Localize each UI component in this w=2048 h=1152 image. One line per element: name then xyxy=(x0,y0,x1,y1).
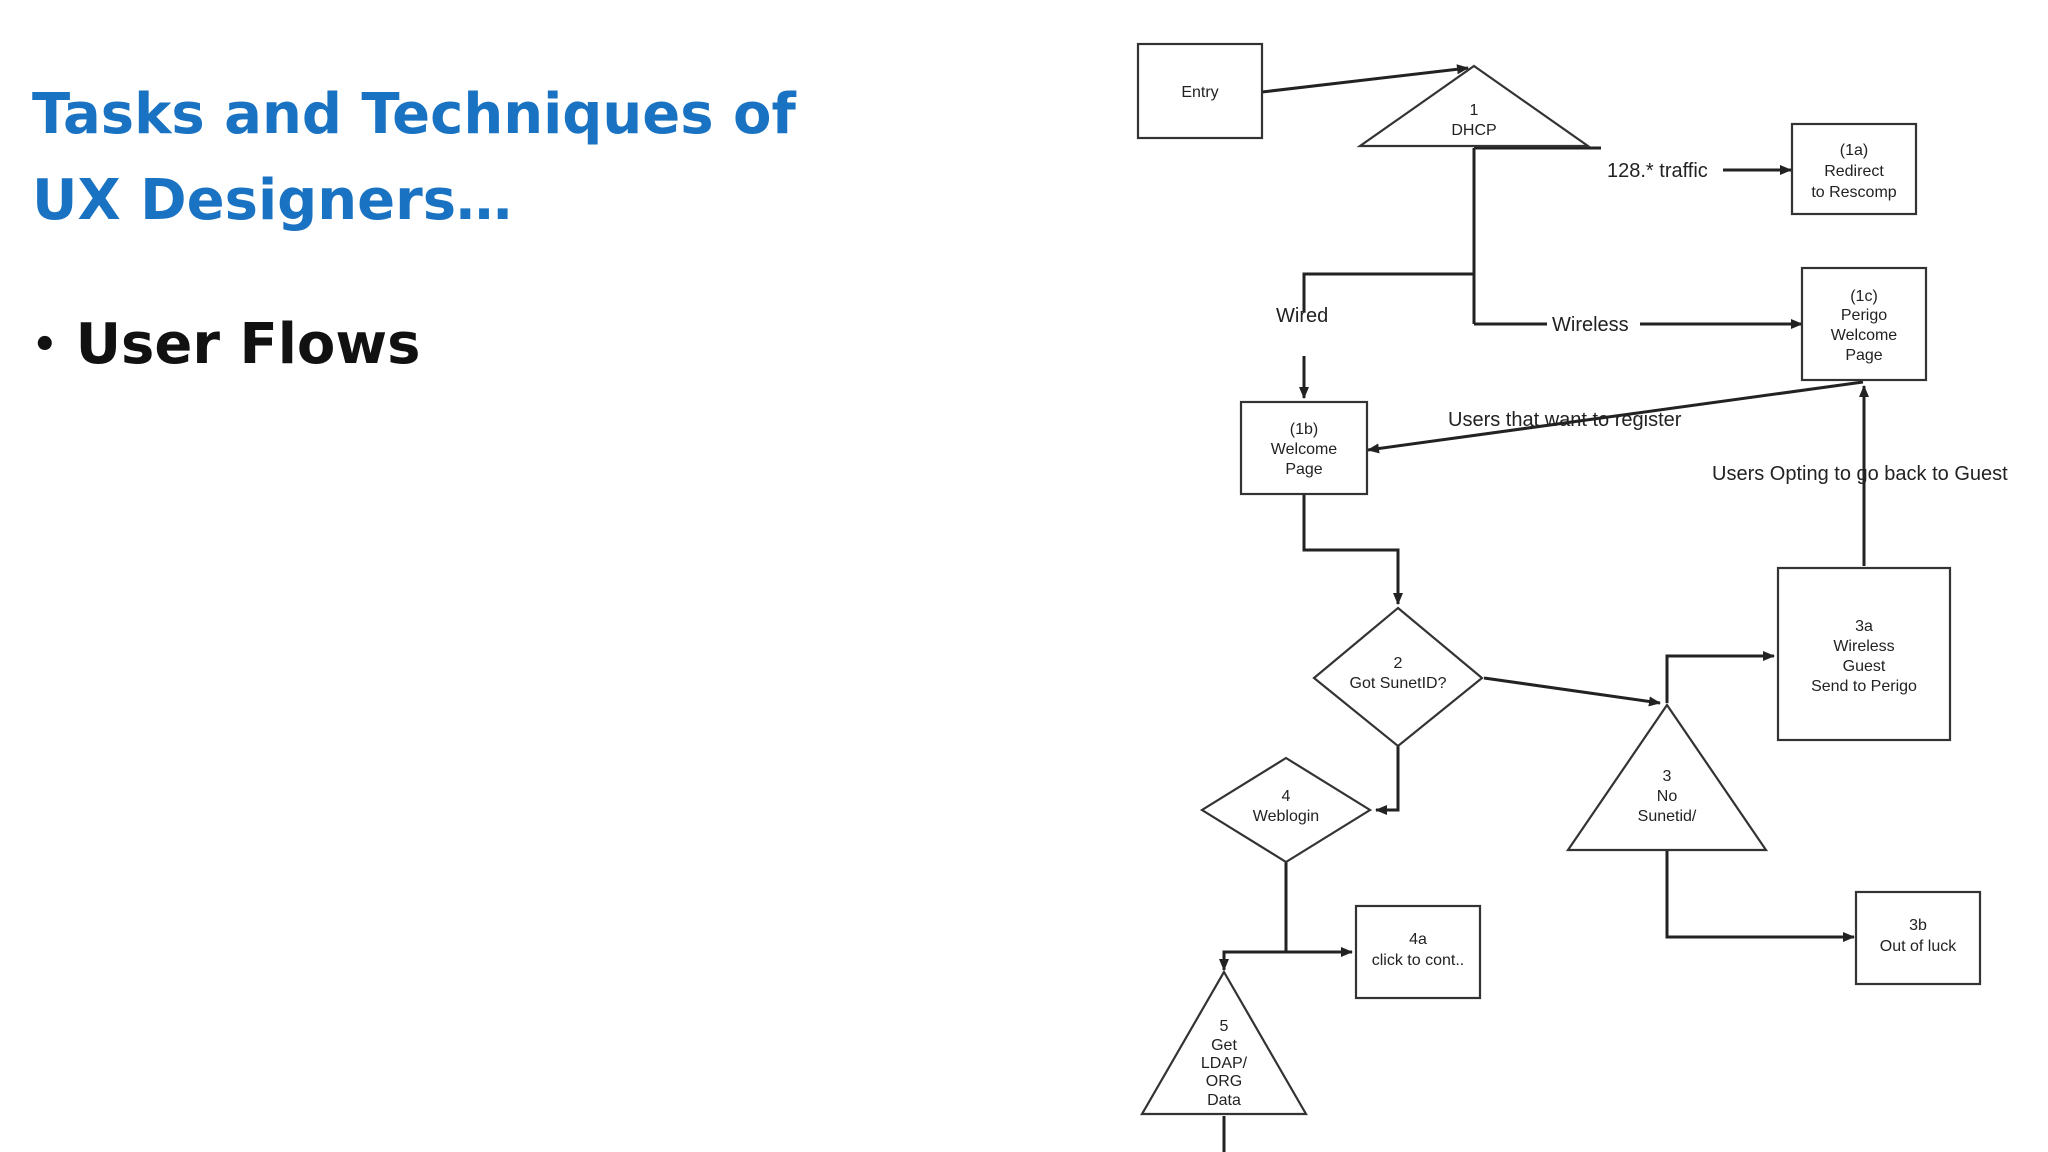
node-redirect-line-1: Redirect xyxy=(1824,163,1884,180)
node-wireless-guest-line-2: Guest xyxy=(1843,658,1886,675)
node-click-to-continue-label: click to cont.. xyxy=(1372,952,1464,969)
bullet-marker: • xyxy=(32,321,58,368)
node-out-of-luck: 3b Out of luck xyxy=(1854,890,1982,986)
node-ldap-line-1: Get xyxy=(1211,1037,1237,1054)
edge-weblogin-to-ldap xyxy=(1219,950,1286,971)
node-wireless-guest: 3a Wireless Guest Send to Perigo xyxy=(1776,566,1952,742)
node-entry-label: Entry xyxy=(1181,84,1218,101)
node-weblogin: 4 Weblogin xyxy=(1199,756,1373,864)
node-perigo-welcome-line-2: Welcome xyxy=(1831,327,1897,344)
node-sunetid-number: 2 xyxy=(1394,655,1403,672)
bullet-text: User Flows xyxy=(75,312,421,377)
node-ldap-line-3: ORG xyxy=(1206,1073,1242,1090)
node-dhcp-number: 1 xyxy=(1470,102,1479,119)
edge-sunetid-to-nosunetid xyxy=(1483,676,1661,707)
node-no-sunetid-line-1: No xyxy=(1657,788,1678,805)
edge-nosunetid-to-guest xyxy=(1665,651,1775,703)
node-dhcp: 1 DHCP xyxy=(1356,64,1592,148)
node-wireless-guest-id: 3a xyxy=(1855,618,1873,635)
node-redirect: (1a) Redirect to Rescomp xyxy=(1790,122,1918,216)
node-perigo-welcome-line-3: Page xyxy=(1845,347,1882,364)
node-out-of-luck-id: 3b xyxy=(1909,917,1927,934)
node-ldap-number: 5 xyxy=(1220,1018,1229,1035)
node-click-to-continue: 4a click to cont.. xyxy=(1354,904,1482,1000)
node-redirect-id: (1a) xyxy=(1840,142,1868,159)
node-sunetid-decision: 2 Got SunetID? xyxy=(1312,606,1484,748)
edge-label-wired: Wired xyxy=(1276,305,1328,327)
node-sunetid-label: Got SunetID? xyxy=(1350,675,1447,692)
node-no-sunetid-number: 3 xyxy=(1663,768,1672,785)
node-entry: Entry xyxy=(1136,42,1264,140)
node-no-sunetid-line-2: Sunetid/ xyxy=(1638,808,1697,825)
node-weblogin-label: Weblogin xyxy=(1253,808,1319,825)
node-ldap-line-4: Data xyxy=(1207,1092,1241,1109)
edge-label-back-to-guest: Users Opting to go back to Guest xyxy=(1712,463,2008,485)
edge-label-register: Users that want to register xyxy=(1448,409,1682,431)
node-redirect-line-2: to Rescomp xyxy=(1811,184,1896,201)
node-welcome-line-1: Welcome xyxy=(1271,441,1337,458)
node-wireless-guest-line-1: Wireless xyxy=(1833,638,1894,655)
node-welcome-id: (1b) xyxy=(1290,421,1318,438)
node-perigo-welcome-line-1: Perigo xyxy=(1841,307,1887,324)
edge-label-traffic: 128.* traffic xyxy=(1607,160,1708,182)
node-perigo-welcome: (1c) Perigo Welcome Page xyxy=(1800,266,1928,382)
node-perigo-welcome-id: (1c) xyxy=(1850,288,1878,305)
node-ldap: 5 Get LDAP/ ORG Data xyxy=(1140,969,1308,1116)
node-ldap-line-2: LDAP/ xyxy=(1201,1055,1248,1072)
edge-register-to-welcome xyxy=(1367,380,1864,454)
bullet-item: • User Flows xyxy=(32,312,420,377)
slide-title-line-2: UX Designers… xyxy=(32,168,513,233)
node-out-of-luck-label: Out of luck xyxy=(1880,938,1957,955)
node-weblogin-number: 4 xyxy=(1282,788,1291,805)
edge-entry-dhcp xyxy=(1261,64,1469,94)
edge-label-wireless: Wireless xyxy=(1552,314,1629,336)
edge-wired-branch xyxy=(1302,272,1474,312)
node-click-to-continue-id: 4a xyxy=(1409,931,1427,948)
edge-weblogin-to-4a xyxy=(1284,858,1353,957)
node-no-sunetid: 3 No Sunetid/ xyxy=(1565,703,1769,852)
slide-title-line-1: Tasks and Techniques of xyxy=(32,82,796,147)
node-welcome-line-2: Page xyxy=(1285,461,1322,478)
edge-nosunetid-to-outofluck xyxy=(1665,850,1855,942)
node-dhcp-label: DHCP xyxy=(1451,122,1496,139)
user-flow-diagram: 128.* traffic Wired Wireless Users that … xyxy=(1136,42,2008,1152)
slide-title: Tasks and Techniques of UX Designers… xyxy=(32,72,852,244)
edge-welcome-to-sunetid xyxy=(1302,494,1403,605)
node-wireless-guest-line-3: Send to Perigo xyxy=(1811,678,1917,695)
edge-sunetid-to-weblogin xyxy=(1375,746,1400,815)
node-welcome: (1b) Welcome Page xyxy=(1239,400,1369,496)
